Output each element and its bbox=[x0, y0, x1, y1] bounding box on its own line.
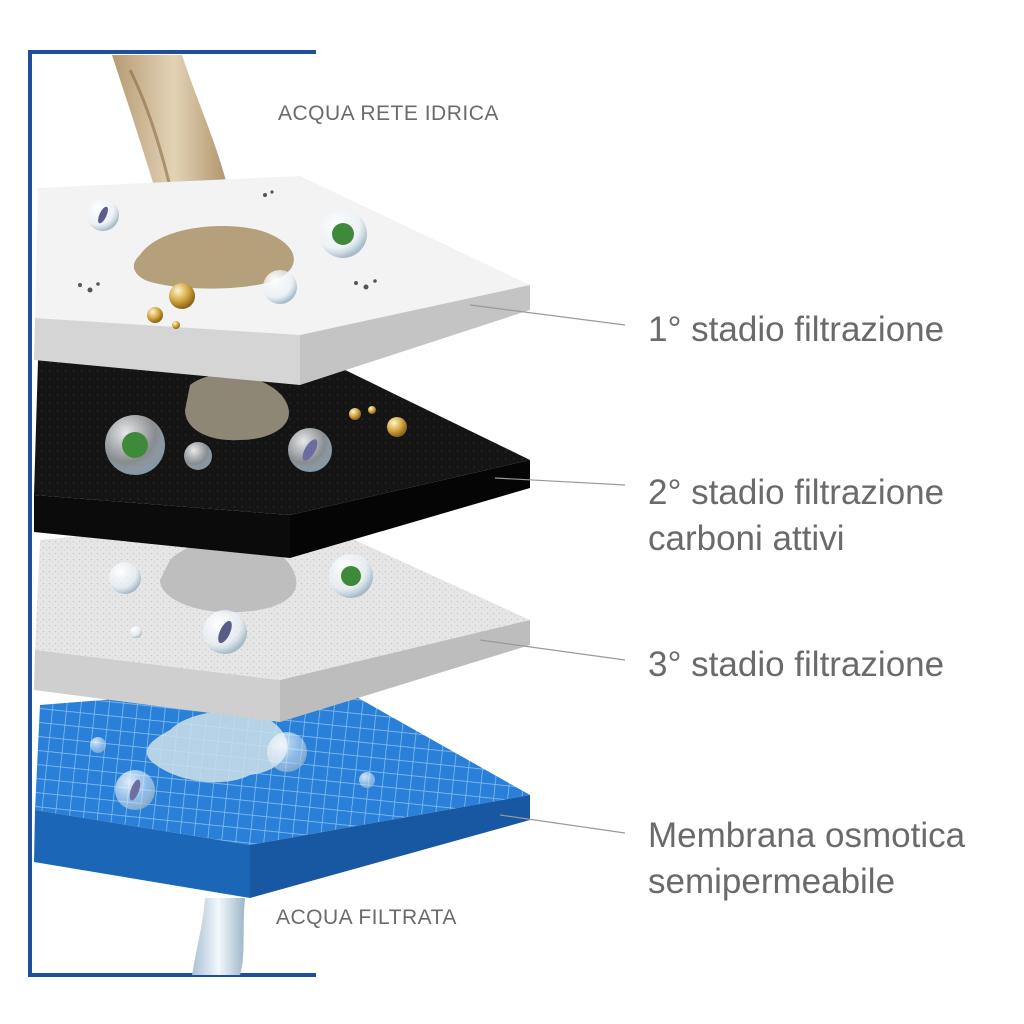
bubble-icon bbox=[263, 270, 297, 304]
leader-line-2 bbox=[494, 477, 626, 486]
outlet-label: ACQUA FILTRATA bbox=[276, 906, 457, 929]
stage-label-line: 3° stadio filtrazione bbox=[648, 645, 945, 684]
stage-label-3: 3° stadio filtrazione bbox=[648, 642, 944, 688]
metal-ball-icon bbox=[387, 417, 407, 437]
bubble-icon bbox=[359, 772, 375, 788]
virus-icon bbox=[329, 554, 373, 598]
layer-activated-carbon bbox=[34, 348, 530, 558]
stage-label-4: Membrana osmotica semipermeabile bbox=[648, 813, 965, 905]
metal-ball-icon bbox=[172, 321, 180, 329]
inlet-label: ACQUA RETE IDRICA bbox=[278, 102, 499, 125]
bacteria-icon bbox=[129, 779, 141, 801]
layer-third-stage bbox=[34, 515, 530, 722]
bacteria-icon bbox=[288, 428, 332, 472]
water-outlet-stream bbox=[192, 898, 245, 975]
layer-membrane bbox=[34, 682, 530, 898]
membrane-splash bbox=[146, 711, 288, 783]
bubble-icon bbox=[267, 732, 307, 772]
bubble-icon bbox=[109, 562, 141, 594]
leader-line-3 bbox=[479, 639, 626, 661]
leader-line-4 bbox=[499, 814, 626, 834]
metal-ball-icon bbox=[169, 283, 195, 309]
bacteria-icon bbox=[87, 199, 119, 231]
metal-ball-icon bbox=[349, 408, 361, 420]
metal-ball-icon bbox=[368, 406, 376, 414]
layer-first-stage bbox=[34, 176, 530, 385]
bubble-icon bbox=[130, 626, 142, 638]
virus-icon bbox=[105, 415, 165, 475]
leader-line-1 bbox=[469, 304, 626, 326]
stage-label-line: 1° stadio filtrazione bbox=[648, 310, 945, 349]
stage-label-line: carboni attivi bbox=[648, 519, 845, 558]
virus-icon bbox=[319, 210, 367, 258]
bubble-icon bbox=[184, 442, 212, 470]
stage-label-line: 2° stadio filtrazione bbox=[648, 473, 945, 512]
stage-label-line: Membrana osmotica bbox=[648, 816, 966, 855]
stage-label-1: 1° stadio filtrazione bbox=[648, 307, 944, 353]
bubble-icon bbox=[90, 737, 106, 753]
frame-bracket bbox=[28, 50, 316, 977]
stage-label-line: semipermeabile bbox=[648, 862, 896, 901]
bacteria-icon bbox=[203, 610, 247, 654]
metal-ball-icon bbox=[147, 307, 163, 323]
water-splash bbox=[133, 225, 294, 289]
sediment-icon bbox=[78, 190, 377, 293]
leader-lines bbox=[469, 304, 626, 834]
stage-label-2: 2° stadio filtrazione carboni attivi bbox=[648, 470, 944, 562]
